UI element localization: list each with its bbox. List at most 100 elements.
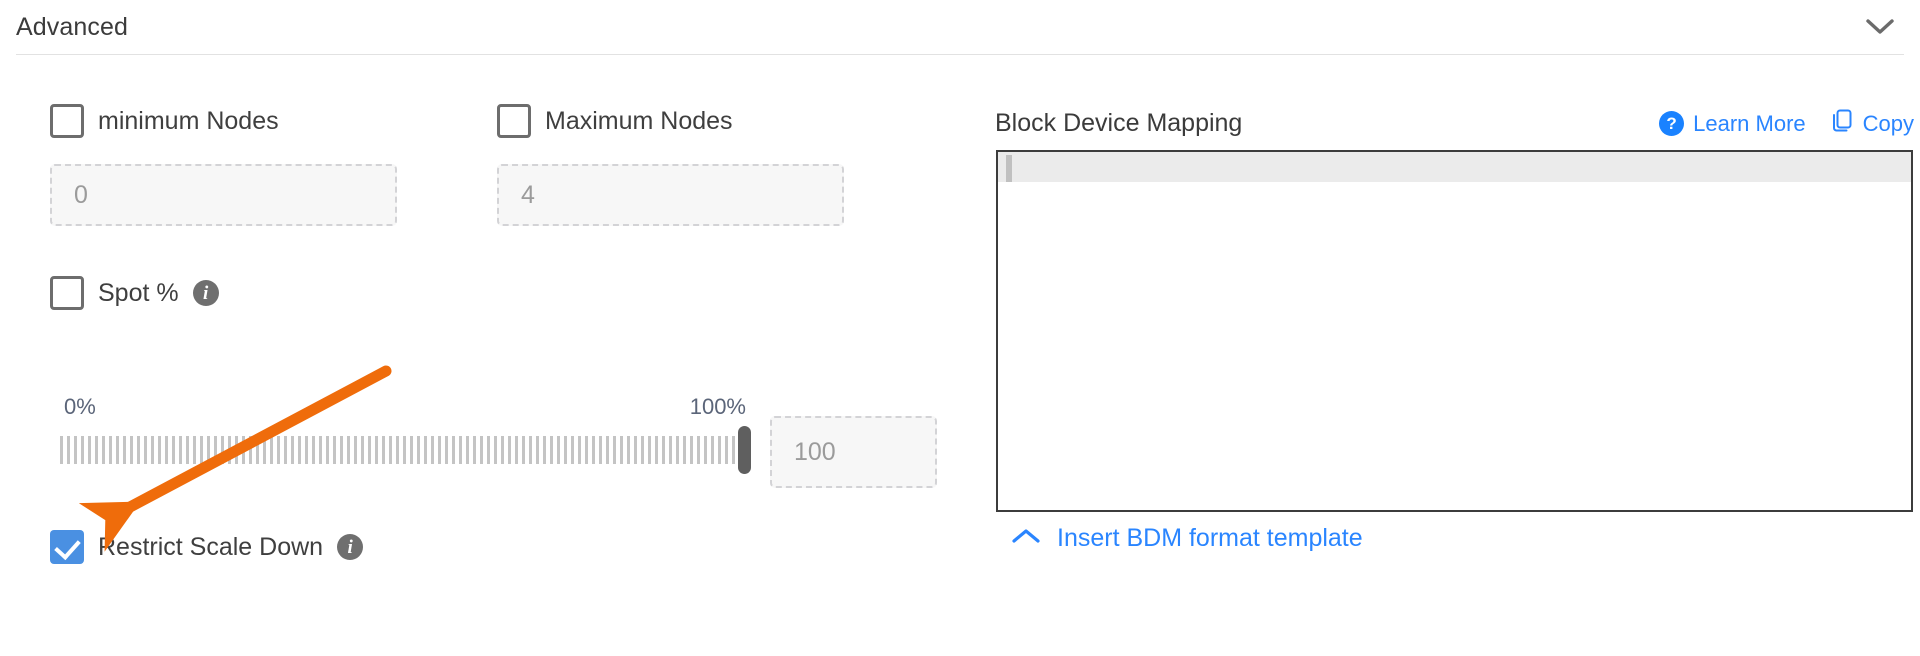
learn-more-label: Learn More (1693, 110, 1806, 136)
slider-tick (564, 436, 567, 464)
slider-tick (242, 436, 245, 464)
slider-tick (445, 436, 448, 464)
insert-bdm-template-link[interactable]: Insert BDM format template (995, 524, 1363, 553)
slider-tick (543, 436, 546, 464)
slider-tick (557, 436, 560, 464)
slider-tick (179, 436, 182, 464)
slider-tick (634, 436, 637, 464)
bdm-title: Block Device Mapping (995, 109, 1243, 137)
minimum-nodes-checkbox[interactable] (50, 104, 84, 138)
slider-tick (81, 436, 84, 464)
slider-tick (158, 436, 161, 464)
copy-label: Copy (1862, 110, 1914, 136)
slider-tick (438, 436, 441, 464)
restrict-scale-down-label: Restrict Scale Down (98, 532, 324, 561)
slider-tick (725, 436, 728, 464)
maximum-nodes-checkbox-row[interactable]: Maximum Nodes (497, 104, 733, 138)
slider-tick (431, 436, 434, 464)
restrict-scale-down-checkbox[interactable] (50, 530, 84, 564)
learn-more-link[interactable]: ? Learn More (1659, 111, 1806, 137)
copy-icon (1832, 109, 1854, 138)
slider-tick (228, 436, 231, 464)
spot-percent-value-input[interactable]: 100 (770, 416, 937, 488)
slider-tick (221, 436, 224, 464)
slider-tick (193, 436, 196, 464)
slider-max-label: 100% (689, 394, 746, 419)
slider-tick (515, 436, 518, 464)
spot-percent-checkbox[interactable] (50, 276, 84, 310)
slider-tick (501, 436, 504, 464)
slider-tick (529, 436, 532, 464)
scaling-options-panel: minimum Nodes 0 Maximum Nodes 4 Spot % i… (0, 54, 980, 656)
slider-tick (305, 436, 308, 464)
slider-tick (571, 436, 574, 464)
restrict-scale-down-info-icon[interactable]: i (337, 534, 364, 560)
slider-tick (270, 436, 273, 464)
slider-tick (522, 436, 525, 464)
slider-tick (655, 436, 658, 464)
maximum-nodes-label: Maximum Nodes (545, 106, 733, 135)
slider-tick (186, 436, 189, 464)
slider-tick (718, 436, 721, 464)
slider-tick (144, 436, 147, 464)
spot-percent-slider-thumb[interactable] (738, 426, 751, 474)
editor-active-line (998, 152, 1911, 182)
slider-tick (403, 436, 406, 464)
slider-tick (256, 436, 259, 464)
bdm-code-editor[interactable] (996, 150, 1913, 512)
slider-tick (354, 436, 357, 464)
spot-percent-checkbox-row[interactable]: Spot % i (50, 276, 219, 310)
slider-tick (312, 436, 315, 464)
slider-tick (284, 436, 287, 464)
spot-percent-info-icon[interactable]: i (192, 280, 219, 306)
slider-tick (641, 436, 644, 464)
slider-tick (410, 436, 413, 464)
slider-tick (508, 436, 511, 464)
slider-tick (697, 436, 700, 464)
slider-tick (165, 436, 168, 464)
slider-tick (690, 436, 693, 464)
minimum-nodes-input[interactable]: 0 (50, 164, 397, 226)
header-divider (16, 54, 1904, 55)
slider-tick (550, 436, 553, 464)
page-title: Advanced (16, 12, 128, 41)
slider-tick (249, 436, 252, 464)
minimum-nodes-checkbox-row[interactable]: minimum Nodes (50, 104, 279, 138)
spot-percent-label: Spot % (98, 278, 179, 307)
slider-tick (277, 436, 280, 464)
slider-tick (375, 436, 378, 464)
slider-tick (333, 436, 336, 464)
chevron-up-icon (1011, 528, 1041, 549)
advanced-section-header[interactable]: Advanced (0, 0, 1920, 54)
minimum-nodes-label: minimum Nodes (98, 106, 279, 135)
slider-tick (578, 436, 581, 464)
spot-percent-slider-track[interactable] (60, 436, 750, 464)
slider-tick (620, 436, 623, 464)
slider-tick (137, 436, 140, 464)
slider-tick (340, 436, 343, 464)
chevron-down-icon[interactable] (1858, 5, 1902, 49)
copy-button[interactable]: Copy (1832, 109, 1914, 138)
question-mark-circle-icon: ? (1659, 111, 1685, 136)
slider-tick (613, 436, 616, 464)
restrict-scale-down-row[interactable]: Restrict Scale Down i (50, 530, 364, 564)
slider-tick (326, 436, 329, 464)
block-device-mapping-panel: Block Device Mapping ? Learn More Copy (995, 54, 1920, 656)
maximum-nodes-input[interactable]: 4 (497, 164, 844, 226)
slider-tick (592, 436, 595, 464)
bdm-header-actions: ? Learn More Copy (1659, 109, 1920, 138)
slider-tick (109, 436, 112, 464)
editor-cursor-gutter (1006, 155, 1012, 182)
slider-tick (88, 436, 91, 464)
slider-tick (123, 436, 126, 464)
slider-tick (452, 436, 455, 464)
slider-tick (473, 436, 476, 464)
slider-tick (102, 436, 105, 464)
slider-tick (396, 436, 399, 464)
slider-tick (606, 436, 609, 464)
maximum-nodes-checkbox[interactable] (497, 104, 531, 138)
slider-tick (298, 436, 301, 464)
slider-tick (319, 436, 322, 464)
slider-tick (494, 436, 497, 464)
slider-tick (214, 436, 217, 464)
